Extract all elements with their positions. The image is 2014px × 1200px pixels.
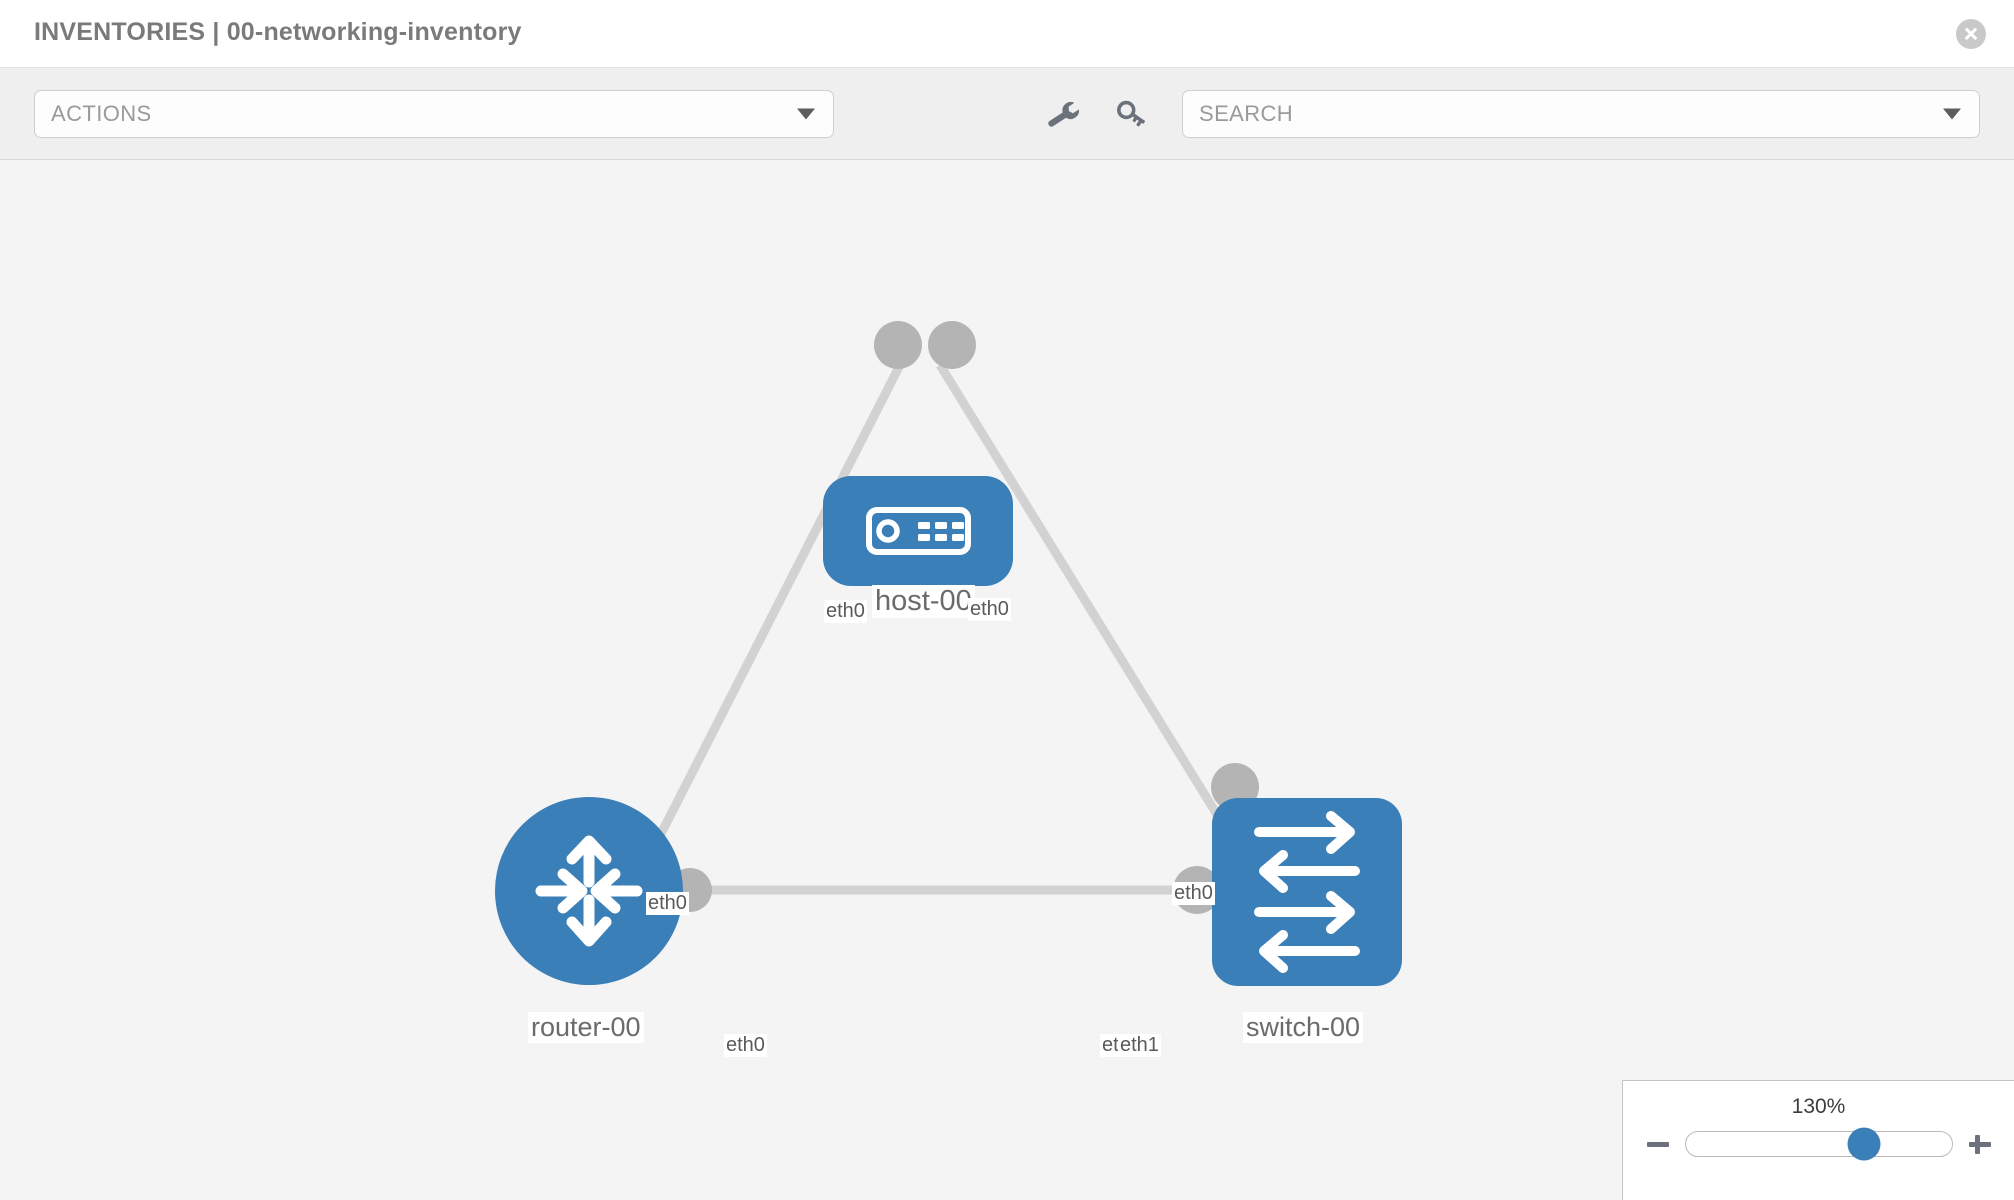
zoom-percent-label: 130% <box>1791 1095 1846 1118</box>
node-label-host-00: host-00 <box>872 585 975 618</box>
server-icon-grid <box>918 522 964 541</box>
node-host-00 <box>823 476 1013 586</box>
server-icon-led <box>876 519 900 543</box>
edge-label-router-to-switch: eth0 <box>724 1034 767 1057</box>
toolbar: ACTIONS SEARCH <box>0 68 2014 160</box>
search-input[interactable]: SEARCH <box>1182 90 1980 138</box>
zoom-in-button[interactable] <box>1967 1131 1993 1157</box>
chevron-down-icon <box>1943 108 1961 120</box>
chevron-down-icon <box>797 108 815 120</box>
search-placeholder: SEARCH <box>1199 101 1294 126</box>
edge-label-switch-to-router-b: eth1 <box>1118 1034 1161 1057</box>
zoom-slider-thumb[interactable] <box>1847 1127 1881 1161</box>
port-label-host-left: eth0 <box>824 600 867 623</box>
node-label-switch-00: switch-00 <box>1243 1012 1364 1043</box>
router-icon <box>535 835 643 947</box>
port-host-left <box>874 321 922 369</box>
node-router-00 <box>495 797 683 985</box>
edge-router-host <box>635 362 905 878</box>
node-label-router-00: router-00 <box>528 1012 644 1043</box>
page-title: INVENTORIES | 00-networking-inventory <box>34 18 522 46</box>
topology-edges <box>635 362 1249 895</box>
edge-host-switch <box>936 362 1249 863</box>
actions-dropdown-label: ACTIONS <box>51 101 152 126</box>
zoom-slider[interactable] <box>1684 1127 1953 1161</box>
node-switch-00 <box>1212 798 1402 986</box>
zoom-control-panel: 130% <box>1622 1080 2014 1200</box>
actions-dropdown[interactable]: ACTIONS <box>34 90 834 138</box>
key-icon[interactable] <box>1108 90 1156 138</box>
page-header: INVENTORIES | 00-networking-inventory <box>0 0 2014 68</box>
port-label-host-right: eth0 <box>968 598 1011 621</box>
zoom-out-button[interactable] <box>1645 1131 1671 1157</box>
server-icon <box>866 507 971 555</box>
topology-graph <box>495 321 1402 986</box>
port-host-right <box>928 321 976 369</box>
close-icon[interactable] <box>1956 19 1986 49</box>
edge-label-router-to-host: eth0 <box>646 892 689 915</box>
wrench-icon[interactable] <box>1040 90 1088 138</box>
switch-icon <box>1254 811 1360 973</box>
topology-canvas[interactable]: host-00 router-00 switch-00 eth0 eth0 et… <box>0 160 2014 1200</box>
edge-label-switch-to-host: eth0 <box>1172 882 1215 905</box>
